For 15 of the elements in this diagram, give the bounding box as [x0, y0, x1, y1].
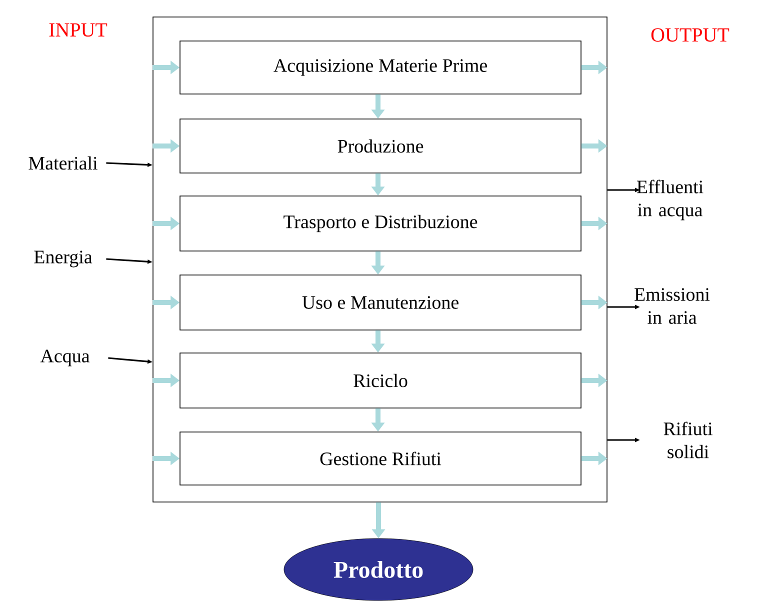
stage-box: Riciclo [180, 352, 582, 408]
stage-box: Gestione Rifiuti [180, 432, 582, 486]
flow-label: Acqua [40, 350, 90, 366]
flow-label: Effluenti in acqua [636, 180, 704, 220]
frame-box [152, 16, 608, 502]
heading-label: OUTPUT [651, 28, 730, 42]
flow-label: Materiali [28, 156, 98, 170]
heading-label: INPUT [49, 23, 108, 37]
stage-box: Uso e Manutenzione [180, 274, 582, 330]
stage-box: Trasporto e Distribuzione [180, 196, 582, 252]
flow-label: Energia [34, 250, 92, 268]
flow-label: Rifiuti solidi [664, 422, 712, 458]
stage-box: Acquisizione Materie Prime [180, 40, 582, 94]
stage-box: Produzione [180, 118, 582, 174]
flow-label: Emissioni in aria [634, 288, 710, 324]
